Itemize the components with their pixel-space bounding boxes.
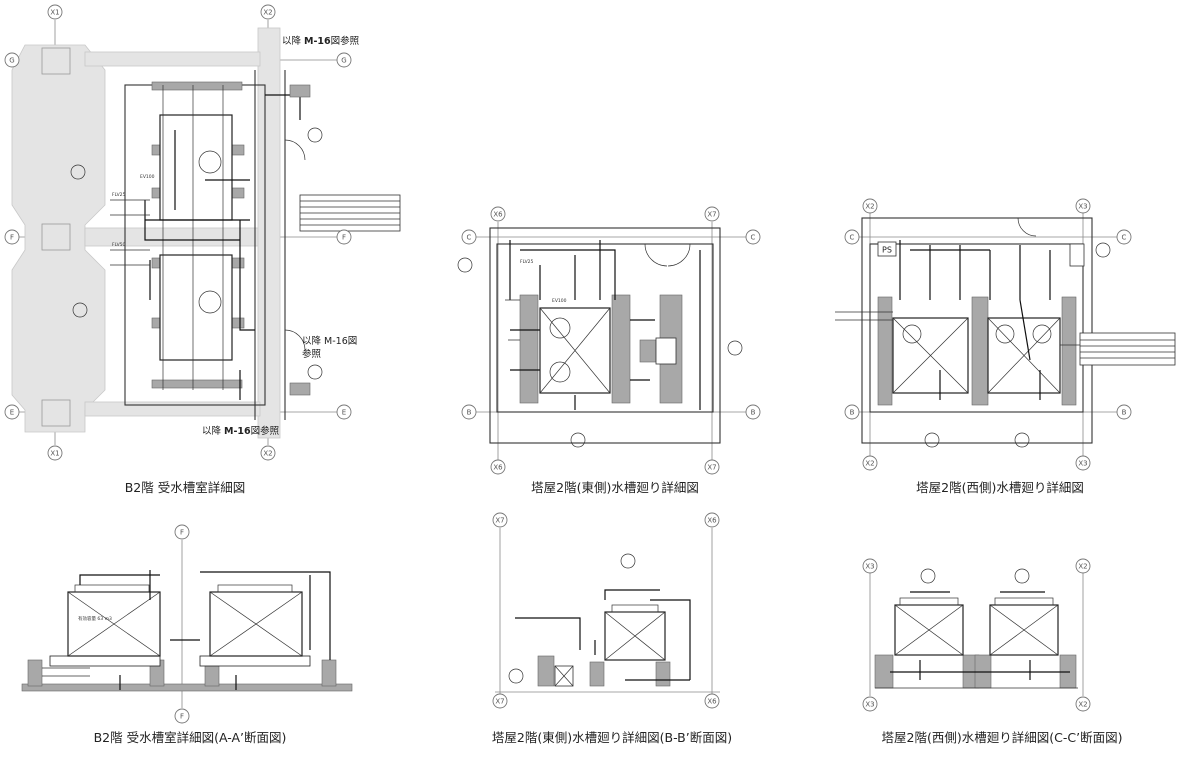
- grid-label-x7-bottom: X7: [707, 464, 716, 472]
- grid-label-x6-section-top: X6: [707, 517, 717, 525]
- west-plan-drawing: PS: [835, 212, 1176, 462]
- svg-text:有効容量 63 m3: 有効容量 63 m3: [78, 615, 112, 622]
- grid-label-c-west-left: C: [850, 234, 855, 242]
- ps-label: PS: [882, 246, 892, 255]
- grid-label-e-left: E: [10, 409, 14, 417]
- caption-b2-plan: B2階 受水槽室詳細図: [125, 480, 246, 495]
- grid-label-x7-top: X7: [707, 211, 716, 219]
- caption-b2-section: B2階 受水槽室詳細図(A-A’断面図): [94, 730, 287, 745]
- caption-west-section: 塔屋2階(西側)水槽廻り詳細図(C-C’断面図): [882, 730, 1123, 745]
- west-section-grid-bubbles: X3 X2 X3 X2: [862, 558, 1091, 712]
- caption-east-section: 塔屋2階(東側)水槽廻り詳細図(B-B’断面図): [492, 730, 732, 745]
- grid-label-x6-bottom: X6: [493, 464, 503, 472]
- grid-label-x3-section-top: X3: [865, 563, 874, 571]
- east-plan-drawing: FLV25 EV100: [457, 222, 748, 465]
- grid-label-f-right: F: [342, 234, 346, 242]
- grid-label-x3-bottom: X3: [1078, 460, 1087, 468]
- grid-label-b-right: B: [751, 409, 756, 417]
- b2-section-drawing: 有効容量 63 m3: [21, 540, 353, 708]
- grid-label-g-left: G: [9, 57, 14, 65]
- grid-label-x7-section-top: X7: [495, 517, 504, 525]
- grid-label-x6-top: X6: [493, 211, 503, 219]
- grid-label-x2-west-bottom: X2: [865, 460, 874, 468]
- grid-label-x7-section-bottom: X7: [495, 698, 504, 706]
- grid-label-c-west-right: C: [1122, 234, 1127, 242]
- grid-label-e-right: E: [342, 409, 346, 417]
- grid-label-x2-west-top: X2: [865, 203, 874, 211]
- grid-label-x2-section-top: X2: [1078, 563, 1087, 571]
- grid-label-f-section-top: F: [180, 529, 184, 537]
- grid-label-c-right: C: [751, 234, 756, 242]
- grid-label-x2-bottom: X2: [263, 450, 272, 458]
- grid-label-x3-top: X3: [1078, 203, 1087, 211]
- east-section-grid-bubbles: X7 X6 X7 X6: [492, 512, 720, 709]
- grid-label-f-section-bottom: F: [180, 713, 184, 721]
- grid-label-b-west-left: B: [850, 409, 855, 417]
- svg-text:EV100: EV100: [140, 174, 155, 180]
- grid-label-g-right: G: [341, 57, 346, 65]
- svg-text:FLV50: FLV50: [112, 242, 126, 248]
- reference-note-top: 以降 M-16図参照: [282, 35, 360, 47]
- grid-label-x1-top: X1: [50, 9, 59, 17]
- b2-plan-drawing: EV100 FLV25 FLV50: [11, 20, 401, 445]
- grid-label-x1-bottom: X1: [50, 450, 59, 458]
- east-section-drawing: [495, 528, 720, 700]
- east-plan-grid-bubbles: X6 X7 X6 X7 C C B B: [461, 206, 761, 475]
- grid-label-b-left: B: [467, 409, 472, 417]
- grid-label-b-west-right: B: [1122, 409, 1127, 417]
- svg-text:EV100: EV100: [552, 298, 567, 304]
- reference-note-bottom: 以降 M-16図参照: [202, 425, 280, 437]
- b2-section-grid-bubbles: F F: [174, 524, 190, 724]
- grid-label-c-left: C: [467, 234, 472, 242]
- b2-grid-bubbles: X1 X2 X1 X2 G G F F E E: [4, 4, 352, 461]
- grid-label-x2-top: X2: [263, 9, 272, 17]
- reference-note-middle-line1: 以降 M-16図: [302, 335, 357, 347]
- caption-west-plan: 塔屋2階(西側)水槽廻り詳細図: [916, 480, 1084, 495]
- grid-label-x6-section-bottom: X6: [707, 698, 717, 706]
- west-plan-grid-bubbles: X2 X3 X2 X3 C C B B: [844, 198, 1132, 471]
- grid-label-f-left: F: [10, 234, 14, 242]
- caption-east-plan: 塔屋2階(東側)水槽廻り詳細図: [531, 480, 699, 495]
- reference-note-middle-line2: 参照: [302, 348, 322, 360]
- svg-text:FLV25: FLV25: [112, 192, 126, 198]
- west-section-drawing: [869, 568, 1084, 696]
- grid-label-x3-section-bottom: X3: [865, 701, 874, 709]
- grid-label-x2-section-bottom: X2: [1078, 701, 1087, 709]
- svg-text:FLV25: FLV25: [520, 259, 534, 265]
